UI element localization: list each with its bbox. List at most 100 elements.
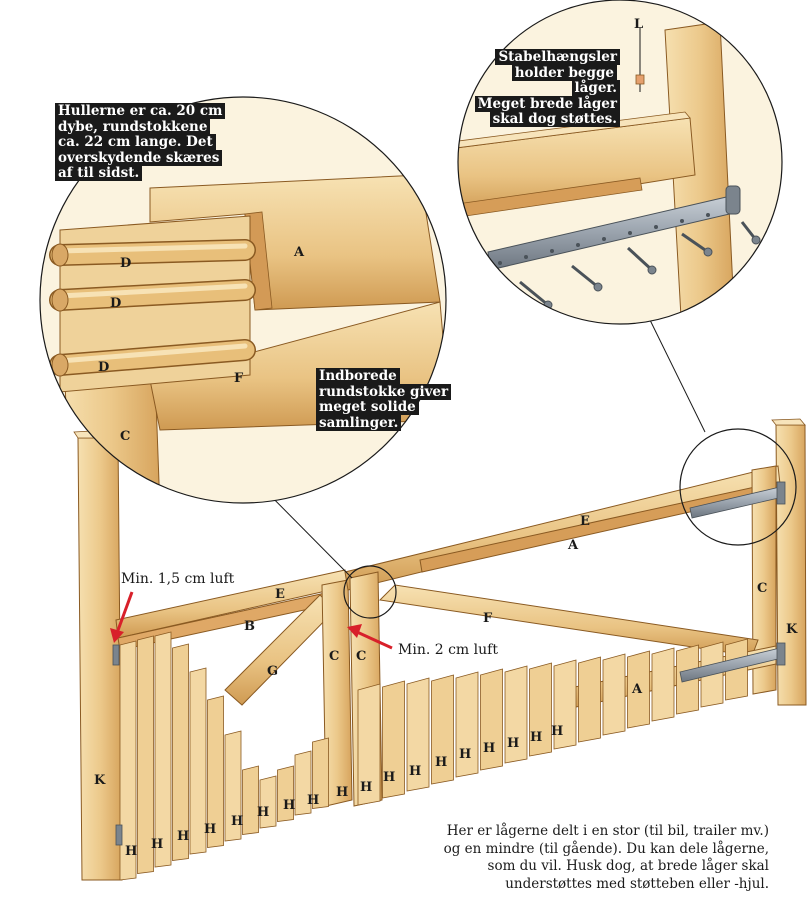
picket-big — [406, 677, 430, 792]
label-h: H — [383, 770, 395, 785]
label-d3: D — [98, 360, 109, 375]
picket-big — [431, 674, 454, 785]
label-h: H — [336, 785, 348, 800]
label-a-bottom: A — [631, 682, 643, 697]
gate-assembly — [73, 418, 807, 881]
label-l: L — [634, 17, 643, 32]
focus-circle-right — [679, 428, 797, 546]
detail-circle-hinge — [457, 0, 783, 325]
screw — [571, 264, 603, 292]
screw-hole — [628, 231, 632, 235]
hinge-left-top — [112, 644, 120, 666]
screw — [681, 232, 713, 257]
label-h: H — [231, 814, 243, 829]
detail-circle-dowels — [39, 96, 447, 504]
label-h: H — [435, 755, 447, 770]
label-e-big: E — [580, 514, 590, 529]
label-b: B — [244, 619, 255, 634]
screw-hole — [576, 243, 580, 247]
caption: Her er lågerne delt i en stor (til bil, … — [443, 823, 769, 892]
picket-small — [294, 750, 312, 816]
picket-big — [529, 662, 552, 757]
big-gate-stile-c-right — [751, 465, 777, 695]
screw — [740, 221, 761, 245]
callout-hinges: Stabelhængsler holder begge låger. Meget… — [470, 49, 620, 128]
dowel — [49, 279, 256, 312]
label-f-detail: F — [234, 371, 244, 386]
callout-holes: Hullerne er ca. 20 cm dybe, rundstokkene… — [55, 103, 226, 182]
label-h: H — [360, 780, 372, 795]
screw-hole — [680, 219, 684, 223]
label-h: H — [551, 724, 563, 739]
label-h: H — [307, 793, 319, 808]
dowel — [49, 239, 256, 267]
hinge-left-bottom — [115, 824, 123, 846]
label-a-big-top: A — [567, 538, 579, 553]
annotation-gap-middle: Min. 2 cm luft — [398, 642, 498, 658]
label-h: H — [177, 829, 189, 844]
label-k-left: K — [94, 773, 106, 788]
picket-big — [357, 683, 381, 806]
picket-small — [242, 765, 259, 835]
small-gate-stile-c — [321, 579, 353, 807]
picket-small — [312, 737, 329, 809]
arrow-gap-top — [110, 591, 134, 643]
label-h: H — [125, 844, 137, 859]
screw-hole — [550, 249, 554, 253]
picket-big — [504, 665, 528, 764]
picket-big — [455, 671, 479, 778]
label-h: H — [283, 798, 295, 813]
big-gate-pickets — [357, 638, 748, 806]
label-d1: D — [120, 256, 131, 271]
picket-big — [382, 680, 405, 799]
hinge-pin — [725, 185, 741, 215]
picket-small — [207, 695, 224, 848]
label-c-right: C — [757, 581, 767, 596]
label-h: H — [507, 736, 519, 751]
annotation-gap-top: Min. 1,5 cm luft — [121, 571, 235, 587]
label-c-detail: C — [120, 429, 130, 444]
screw — [626, 246, 657, 275]
dowel — [49, 339, 256, 377]
callout-dowels: Indborede rundstokke giver meget solide … — [316, 368, 452, 431]
label-d2: D — [110, 296, 121, 311]
label-h: H — [530, 730, 542, 745]
picket-small — [277, 765, 294, 822]
picket-big — [651, 647, 675, 722]
label-f-big: F — [483, 611, 493, 626]
label-h: H — [459, 747, 471, 762]
label-h: H — [483, 741, 495, 756]
picket-small — [172, 643, 189, 861]
label-h: H — [204, 822, 216, 837]
label-c-small: C — [329, 649, 339, 664]
picket-big — [725, 638, 748, 701]
arrow-gap-middle — [347, 624, 393, 650]
picket-small — [189, 667, 207, 855]
screw-l-head — [635, 74, 645, 85]
label-e-small: E — [275, 587, 285, 602]
picket-small — [137, 635, 154, 874]
big-gate-brace-f — [378, 584, 759, 657]
big-gate — [344, 465, 781, 807]
label-h: H — [257, 805, 269, 820]
big-gate-rail-a-top — [419, 481, 780, 573]
picket-small — [119, 640, 137, 881]
picket-big — [578, 656, 601, 743]
screw-hole — [706, 213, 710, 217]
screw-hole — [524, 255, 528, 259]
screw-hole — [602, 237, 606, 241]
picket-big — [480, 668, 503, 771]
big-gate-rail-e — [344, 465, 781, 591]
screw-hole — [654, 225, 658, 229]
label-c-big: C — [356, 649, 366, 664]
picket-small — [224, 730, 242, 842]
picket-small — [259, 775, 277, 829]
label-a-detail: A — [293, 245, 305, 260]
label-k-right: K — [786, 622, 798, 637]
picket-small — [154, 631, 172, 868]
label-h: H — [151, 837, 163, 852]
screw-hole — [498, 261, 502, 265]
